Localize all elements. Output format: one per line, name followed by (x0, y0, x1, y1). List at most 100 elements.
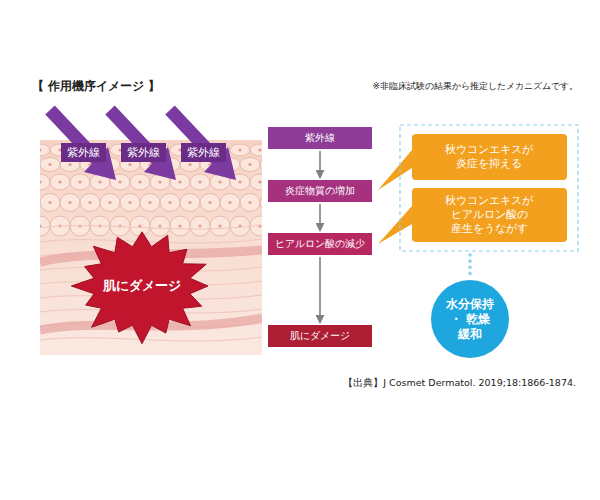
dermis-fiber (40, 337, 262, 341)
damage-starburst: 肌にダメージ (76, 232, 208, 340)
skin-cell (50, 174, 70, 190)
cell-nucleus (138, 180, 141, 183)
note-label: ※非臨床試験の結果から推定したメカニズムです。 (372, 80, 578, 93)
cell-nucleus (218, 180, 221, 183)
cell-nucleus (40, 148, 42, 151)
cell-nucleus (168, 201, 171, 204)
skin-cell (230, 216, 250, 236)
skin-cell (100, 194, 120, 212)
cell-nucleus (228, 201, 231, 204)
cell-nucleus (68, 201, 71, 204)
cell-nucleus (40, 224, 42, 227)
process-box: 紫外線 (268, 127, 372, 149)
skin-cell (190, 174, 210, 190)
node-text: 炎症物質の増加 (285, 184, 355, 198)
skin-cell (200, 194, 220, 212)
uv-arrow-shaft (50, 110, 100, 163)
uv-arrow-shaft (170, 110, 220, 163)
node-text: ヒアルロン酸の減少 (275, 237, 365, 251)
skin-cell (150, 216, 170, 236)
cell-nucleus (58, 180, 61, 183)
bubble-tail (378, 206, 412, 244)
skin-cell (70, 174, 90, 190)
source-caption: 【出典】J Cosmet Dermatol. 2019;18:1866-1874… (343, 377, 576, 390)
skin-cell (250, 174, 262, 190)
cell-nucleus (128, 201, 131, 204)
skin-cell (260, 194, 262, 212)
skin-cell (240, 194, 260, 212)
dashed-frame (400, 125, 578, 251)
skin-cell (130, 216, 150, 236)
cell-nucleus (78, 180, 81, 183)
skin-cell (220, 194, 240, 212)
process-box: 炎症物質の増加 (268, 180, 372, 202)
flow-arrow (319, 257, 321, 323)
cell-nucleus (40, 180, 42, 183)
node-text: 紫外線 (305, 131, 335, 145)
cell-nucleus (258, 148, 261, 151)
cell-nucleus (178, 224, 181, 227)
speech-bubble: 秋ウコンエキスが ヒアルロン酸の 産生をうながす (412, 188, 567, 242)
cell-nucleus (248, 201, 251, 204)
cell-nucleus (238, 148, 241, 151)
cell-nucleus (198, 224, 201, 227)
cell-nucleus (118, 180, 121, 183)
uv-label-box: 紫外線 (61, 143, 106, 162)
dermis-fiber (40, 225, 262, 229)
skin-cell (260, 158, 262, 172)
skin-cell (180, 194, 200, 212)
uv-label-box: 紫外線 (181, 143, 226, 162)
cell-nucleus (208, 201, 211, 204)
skin-cell (80, 194, 100, 212)
cell-nucleus (128, 163, 131, 166)
node-text: 紫外線 (187, 145, 220, 160)
skin-cell (130, 174, 150, 190)
uv-arrow-shaft (110, 110, 160, 163)
dermis-fiber (40, 239, 262, 243)
cell-nucleus (108, 201, 111, 204)
skin-cell (40, 194, 60, 212)
cell-nucleus (238, 180, 241, 183)
skin-cell (240, 158, 260, 172)
skin-cell (250, 144, 262, 156)
cell-nucleus (218, 224, 221, 227)
result-circle: 水分保持 ・ 乾燥緩和 (431, 280, 509, 358)
flow-arrow (319, 151, 321, 178)
cell-nucleus (48, 201, 51, 204)
uv-label-box: 紫外線 (121, 143, 166, 162)
skin-cell (140, 194, 160, 212)
cell-nucleus (198, 180, 201, 183)
skin-block (40, 140, 262, 355)
skin-cell (60, 194, 80, 212)
skin-cell (190, 216, 210, 236)
node-text: 秋ウコンエキスが ヒアルロン酸の 産生をうながす (444, 194, 535, 237)
skin-cell (230, 144, 250, 156)
cell-nucleus (188, 201, 191, 204)
cell-nucleus (158, 224, 161, 227)
node-text: 秋ウコンエキスが 炎症を抑える (444, 143, 535, 172)
skin-cell (40, 144, 50, 156)
skin-cell (160, 194, 180, 212)
cell-nucleus (98, 180, 101, 183)
node-text: 水分保持 ・ 乾燥緩和 (444, 297, 496, 342)
cell-nucleus (158, 180, 161, 183)
cell-nucleus (48, 163, 51, 166)
node-text: 紫外線 (127, 145, 160, 160)
skin-cell (210, 216, 230, 236)
cell-nucleus (68, 163, 71, 166)
dotted-connector (468, 255, 472, 278)
process-box: 肌にダメージ (268, 325, 372, 347)
cell-nucleus (188, 163, 191, 166)
cell-nucleus (248, 163, 251, 166)
node-text: 紫外線 (67, 145, 100, 160)
speech-bubble: 秋ウコンエキスが 炎症を抑える (412, 134, 567, 180)
bubble-tail (378, 150, 412, 190)
cell-nucleus (88, 201, 91, 204)
skin-cell (40, 216, 50, 236)
cell-nucleus (178, 180, 181, 183)
node-text: 肌にダメージ (290, 329, 350, 343)
skin-cell (120, 194, 140, 212)
starburst-outline (71, 232, 208, 344)
process-box: ヒアルロン酸の減少 (268, 233, 372, 255)
